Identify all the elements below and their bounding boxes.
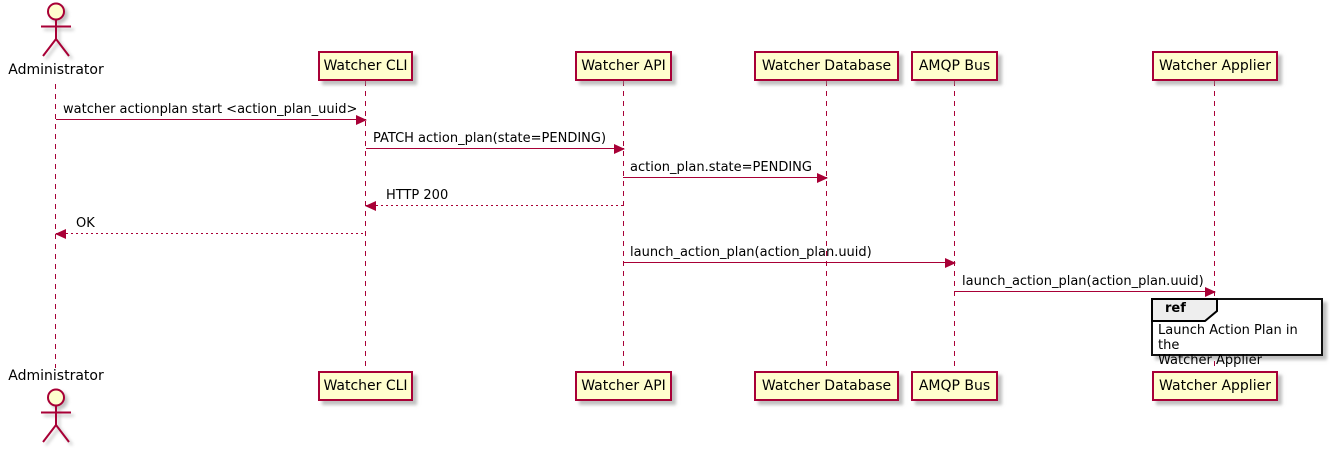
administrator-label-bottom: Administrator bbox=[8, 368, 104, 384]
message-label: OK bbox=[76, 216, 95, 231]
ref-fragment: ref Launch Action Plan in the Watcher Ap… bbox=[1151, 298, 1323, 368]
arrowhead-icon bbox=[365, 201, 376, 211]
lifeline-amqp-bus bbox=[954, 81, 955, 371]
arrowhead-icon bbox=[817, 173, 828, 183]
arrowhead-icon bbox=[1205, 287, 1216, 297]
participant-watcher-api-top: Watcher API bbox=[575, 51, 672, 81]
arrowhead-icon bbox=[614, 144, 625, 154]
participant-watcher-cli-top: Watcher CLI bbox=[318, 51, 413, 81]
participant-watcher-database-bottom: Watcher Database bbox=[754, 371, 899, 401]
lifeline-watcher-applier bbox=[1214, 81, 1215, 371]
message-line bbox=[366, 205, 624, 206]
participant-watcher-api-bottom: Watcher API bbox=[575, 371, 672, 401]
arrowhead-icon bbox=[945, 258, 956, 268]
ref-text-line: Watcher Applier bbox=[1158, 353, 1262, 368]
message-state-pending: action_plan.state=PENDING bbox=[623, 158, 828, 183]
message-line bbox=[56, 233, 366, 234]
message-line bbox=[56, 119, 366, 120]
ref-tab-shape bbox=[1151, 298, 1218, 322]
message-http-200: HTTP 200 bbox=[365, 186, 624, 211]
message-label: PATCH action_plan(state=PENDING) bbox=[373, 131, 607, 146]
message-label: launch_action_plan(action_plan.uuid) bbox=[962, 274, 1204, 289]
message-label: action_plan.state=PENDING bbox=[630, 160, 812, 175]
administrator-label-top: Administrator bbox=[8, 62, 104, 78]
participant-watcher-cli-bottom: Watcher CLI bbox=[318, 371, 413, 401]
message-line bbox=[366, 148, 624, 149]
message-label: launch_action_plan(action_plan.uuid) bbox=[630, 245, 872, 260]
participant-watcher-applier-bottom: Watcher Applier bbox=[1152, 371, 1278, 401]
message-line bbox=[623, 177, 827, 178]
lifeline-administrator bbox=[55, 84, 56, 368]
ref-text-line: Launch Action Plan in the bbox=[1158, 323, 1298, 353]
message-label: watcher actionplan start <action_plan_uu… bbox=[63, 102, 358, 117]
participant-watcher-applier-top: Watcher Applier bbox=[1152, 51, 1278, 81]
message-start-actionplan: watcher actionplan start <action_plan_uu… bbox=[56, 100, 367, 125]
participant-amqp-bus-top: AMQP Bus bbox=[911, 51, 998, 81]
message-label: HTTP 200 bbox=[386, 188, 449, 203]
message-line bbox=[955, 291, 1215, 292]
lifeline-watcher-api bbox=[623, 81, 624, 371]
arrowhead-icon bbox=[55, 229, 66, 239]
participant-amqp-bus-bottom: AMQP Bus bbox=[911, 371, 998, 401]
message-launch-action-plan-applier: launch_action_plan(action_plan.uuid) bbox=[955, 272, 1216, 297]
arrowhead-icon bbox=[356, 115, 367, 125]
ref-keyword: ref bbox=[1165, 301, 1186, 316]
message-patch-action-plan: PATCH action_plan(state=PENDING) bbox=[366, 129, 625, 154]
administrator-actor-icon bbox=[41, 2, 71, 57]
administrator-actor-icon bbox=[41, 388, 71, 443]
ref-text: Launch Action Plan in the Watcher Applie… bbox=[1158, 323, 1321, 368]
message-line bbox=[623, 262, 955, 263]
message-ok: OK bbox=[55, 214, 366, 239]
lifeline-watcher-cli bbox=[365, 81, 366, 371]
lifeline-watcher-database bbox=[826, 81, 827, 371]
participant-watcher-database-top: Watcher Database bbox=[754, 51, 899, 81]
message-launch-action-plan-amqp: launch_action_plan(action_plan.uuid) bbox=[623, 243, 956, 268]
